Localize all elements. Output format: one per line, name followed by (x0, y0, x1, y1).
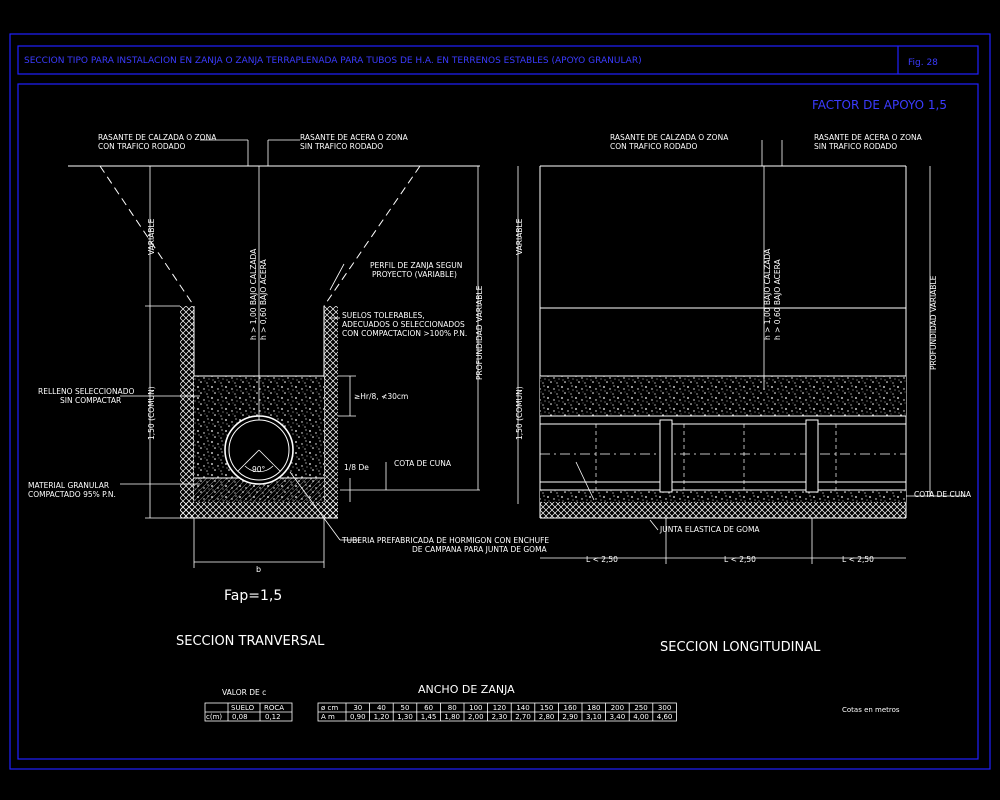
ancho-width-cell: 2,90 (562, 713, 578, 721)
t-tuberia-1: TUBERIA PREFABRICADA DE HORMIGON CON ENC… (341, 536, 549, 545)
t-profundidad: PROFUNDIDAD VARIABLE (475, 285, 484, 380)
title-frame (17, 45, 979, 75)
ancho-width-cell: 0,90 (350, 713, 366, 721)
valor-c-table (204, 702, 293, 722)
valor-c-roca: 0,12 (265, 713, 281, 721)
ancho-width-cell: 3,40 (610, 713, 626, 721)
ancho-diam-cell: 300 (658, 704, 671, 712)
t-rasante-acera-2: SIN TRAFICO RODADO (300, 142, 383, 151)
longitudinal-section (517, 140, 966, 564)
valor-c-h-suelo: SUELO (231, 704, 255, 712)
l-comun: 1,50 (COMUN) (515, 386, 524, 440)
ancho-diam-cell: 50 (401, 704, 410, 712)
t-seccion-transversal: SECCION TRANVERSAL (176, 634, 325, 649)
ancho-diam-cell: 60 (424, 704, 433, 712)
ancho-diam-cell: 80 (448, 704, 457, 712)
t-cota-cuna: COTA DE CUNA (394, 459, 452, 468)
t-material-1: MATERIAL GRANULAR (28, 481, 109, 490)
t-suelos-2: ADECUADOS O SELECCIONADOS (342, 320, 465, 329)
l-rasante-acera-1: RASANTE DE ACERA O ZONA (814, 133, 923, 142)
l-junta: JUNTA ELASTICA DE GOMA (659, 525, 760, 534)
ancho-diam-cell: 250 (634, 704, 647, 712)
ancho-row1-label: ø cm (321, 704, 338, 712)
t-perfil-1: PERFIL DE ZANJA SEGUN (370, 261, 462, 270)
transversal-section (68, 139, 480, 568)
t-tuberia-2: DE CAMPANA PARA JUNTA DE GOMA (412, 545, 548, 554)
ancho-diam-cell: 40 (377, 704, 386, 712)
t-b: b (256, 565, 261, 574)
ancho-diam-cell: 160 (564, 704, 577, 712)
ancho-row2-label: A m (321, 713, 335, 721)
l-cota-cuna: COTA DE CUNA (914, 490, 972, 499)
l-rasante-calzada-1: RASANTE DE CALZADA O ZONA (610, 133, 729, 142)
ancho-diam-cell: 120 (493, 704, 506, 712)
ancho-width-cell: 2,70 (515, 713, 531, 721)
l-h-calzada: h > 1,00 BAJO CALZADA (763, 248, 772, 340)
t-h-acera: h > 0,60 BAJO ACERA (259, 258, 268, 340)
t-variable: VARIABLE (147, 218, 156, 255)
l-l3: L < 2,50 (842, 555, 874, 564)
t-comun: 1,50 (COMUN) (147, 386, 156, 440)
ancho-width-cell: 3,10 (586, 713, 602, 721)
t-rasante-calzada-1: RASANTE DE CALZADA O ZONA (98, 133, 217, 142)
ancho-width-cell: 1,80 (444, 713, 460, 721)
l-l1: L < 2,50 (586, 555, 618, 564)
t-octavo: 1/8 De (344, 463, 369, 472)
ancho-width-cell: 2,30 (492, 713, 508, 721)
ancho-width-cell: 1,45 (421, 713, 437, 721)
t-perfil-2: PROYECTO (VARIABLE) (372, 270, 457, 279)
ancho-diam-cell: 100 (469, 704, 482, 712)
valor-c-row-label: c(m) (206, 713, 222, 721)
t-rasante-acera-1: RASANTE DE ACERA O ZONA (300, 133, 409, 142)
ancho-width-cell: 4,00 (633, 713, 649, 721)
drawing-frame (17, 83, 979, 760)
figure-number: Fig. 28 (908, 58, 938, 68)
ancho-diam-cell: 180 (587, 704, 600, 712)
ancho-width-cell: 2,80 (539, 713, 555, 721)
valor-c-h-roca: ROCA (264, 704, 284, 712)
l-seccion-longitudinal: SECCION LONGITUDINAL (660, 640, 821, 655)
ancho-diam-cell: 140 (516, 704, 529, 712)
ancho-width-cell: 1,20 (374, 713, 390, 721)
cotas-note: Cotas en metros (842, 706, 900, 714)
t-hr: ≥Hr/8, ≮30cm (354, 392, 408, 401)
t-fap: Fap=1,5 (224, 588, 282, 604)
l-l2: L < 2,50 (724, 555, 756, 564)
valor-c-suelo: 0,08 (232, 713, 248, 721)
ancho-table: ø cmA m 300,90 401,20 501,30 601,45 801,80 100… (317, 702, 677, 722)
l-rasante-acera-2: SIN TRAFICO RODADO (814, 142, 897, 151)
t-suelos-1: SUELOS TOLERABLES, (342, 311, 425, 320)
valor-c-title: VALOR DE c (222, 688, 266, 697)
t-material-2: COMPACTADO 95% P.N. (28, 490, 116, 499)
t-rasante-calzada-2: CON TRAFICO RODADO (98, 142, 185, 151)
t-relleno-1: RELLENO SELECCIONADO (38, 387, 134, 396)
ancho-width-cell: 4,60 (657, 713, 673, 721)
ancho-diam-cell: 150 (540, 704, 553, 712)
l-variable: VARIABLE (515, 218, 524, 255)
ancho-width-cell: 1,30 (397, 713, 413, 721)
ancho-diam-cell: 200 (611, 704, 624, 712)
ancho-width-cell: 2,00 (468, 713, 484, 721)
ancho-title: ANCHO DE ZANJA (418, 683, 515, 696)
l-profundidad: PROFUNDIDAD VARIABLE (929, 275, 938, 370)
l-rasante-calzada-2: CON TRAFICO RODADO (610, 142, 697, 151)
t-relleno-2: SIN COMPACTAR (60, 396, 121, 405)
sheet-title: SECCION TIPO PARA INSTALACION EN ZANJA O… (24, 56, 642, 66)
t-suelos-3: CON COMPACTACION >100% P.N. (342, 329, 467, 338)
factor-apoyo: FACTOR DE APOYO 1,5 (812, 98, 947, 112)
outer-frame (9, 33, 991, 770)
t-angle: 90° (252, 465, 266, 474)
ancho-diam-cell: 30 (353, 704, 362, 712)
t-h-calzada: h > 1,00 BAJO CALZADA (249, 248, 258, 340)
l-h-acera: h > 0,60 BAJO ACERA (773, 258, 782, 340)
